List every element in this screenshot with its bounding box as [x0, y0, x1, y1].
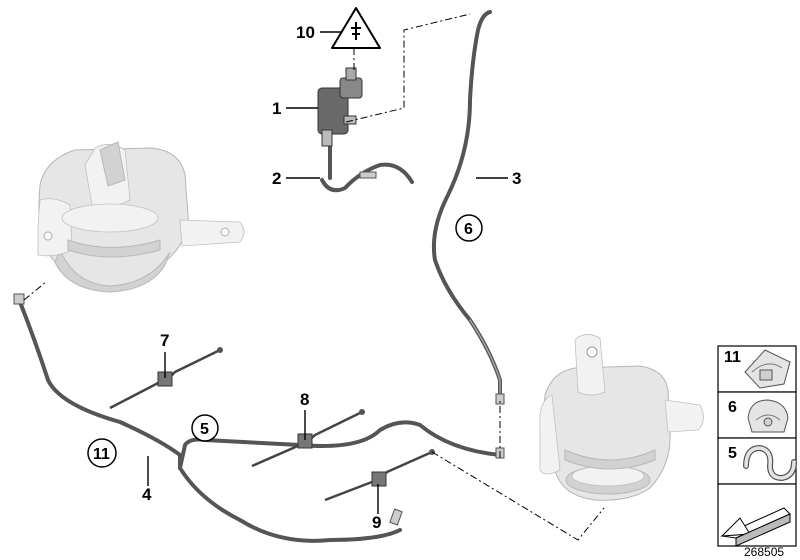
electrical-warning-icon: [331, 7, 381, 49]
svg-text:5: 5: [200, 421, 209, 438]
callout-7: 7: [160, 331, 169, 350]
parts-side-panel: 11 6 5: [717, 345, 797, 547]
diagram-number: 268505: [744, 545, 784, 559]
clip-6-illustration: [747, 399, 789, 433]
svg-text:6: 6: [464, 221, 473, 238]
clip-11-illustration: [744, 349, 791, 389]
engine-mount-right: [539, 334, 704, 501]
callout-9: 9: [372, 513, 381, 532]
panel-label-6: 6: [728, 399, 737, 416]
callout-10: 10: [296, 23, 315, 42]
circled-callout-6: 6: [455, 214, 483, 242]
page-forward-arrow-icon[interactable]: [720, 507, 791, 547]
vacuum-hose-short: [320, 143, 414, 193]
callout-4: 4: [142, 485, 152, 504]
panel-label-11: 11: [724, 349, 741, 366]
circled-callout-11: 11: [87, 438, 117, 468]
callout-8: 8: [300, 390, 309, 409]
vacuum-hose-network: [18, 10, 502, 543]
hose-clip-9: [324, 449, 435, 502]
svg-text:11: 11: [93, 446, 110, 463]
solenoid-valve: [317, 67, 363, 147]
clip-5-illustration: [743, 444, 797, 482]
callout-2: 2: [272, 169, 281, 188]
circled-callout-5: 5: [191, 414, 219, 442]
engine-mount-left: [37, 141, 245, 293]
hose-clip-8: [251, 409, 365, 468]
callout-3: 3: [512, 169, 521, 188]
leader-lines: [147, 31, 508, 514]
panel-label-5: 5: [728, 445, 737, 462]
hose-clip-7: [109, 347, 223, 410]
callout-1: 1: [272, 99, 281, 118]
